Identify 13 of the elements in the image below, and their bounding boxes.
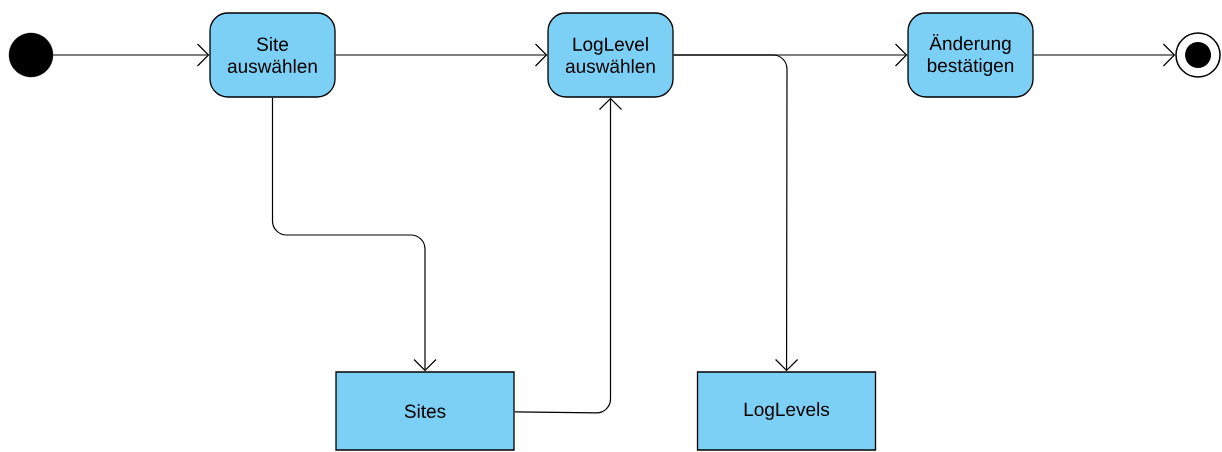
state-box: Site auswählen: [209, 12, 336, 98]
arrow: [673, 54, 799, 372]
object-box: LogLevels: [696, 371, 877, 451]
final-state-circle: [1175, 32, 1221, 78]
arrow: [514, 97, 623, 414]
initial-state-circle: [8, 32, 54, 78]
state-box: LogLevel auswählen: [547, 12, 674, 98]
arrow: [52, 43, 210, 67]
object-box: Sites: [335, 371, 515, 451]
state-box: Änderung bestätigen: [907, 12, 1034, 98]
arrow: [335, 43, 548, 67]
arrow: [271, 97, 437, 372]
arrow: [1033, 43, 1176, 67]
